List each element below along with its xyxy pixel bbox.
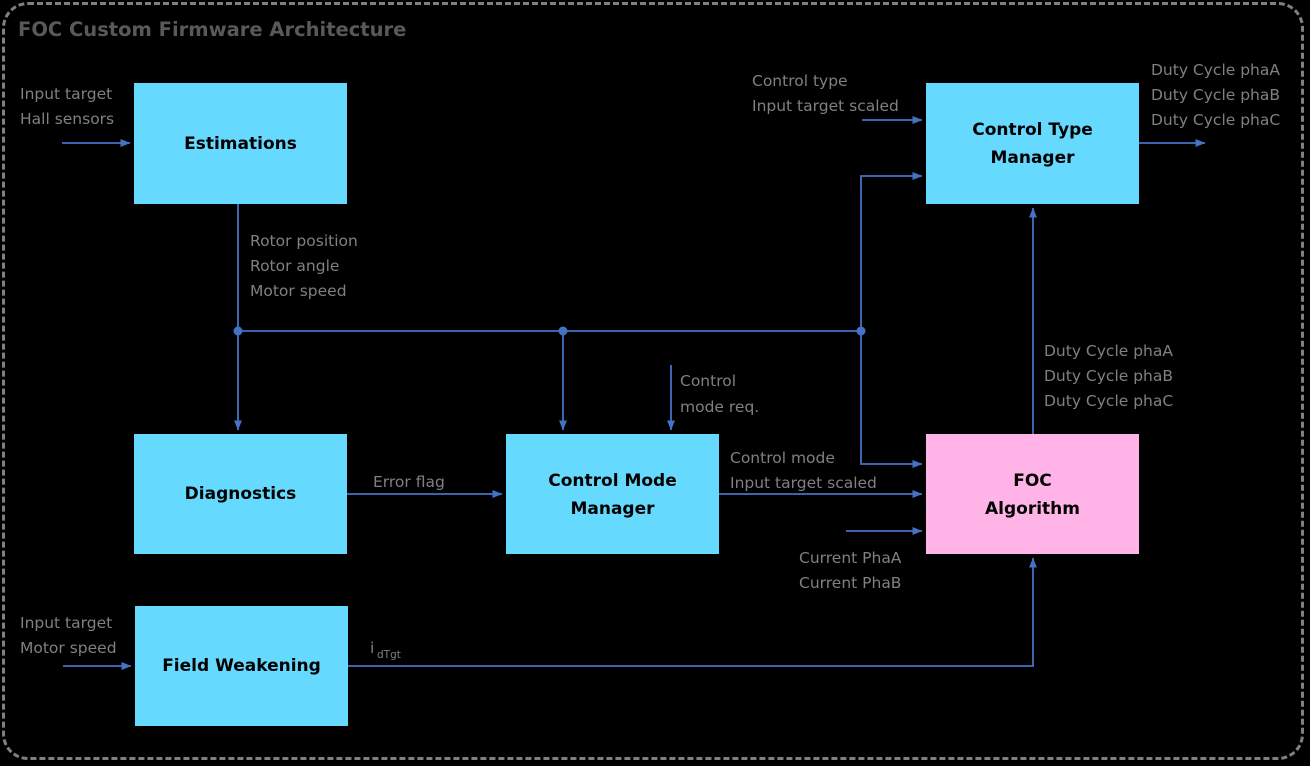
block-diagnostics-rect[interactable] (134, 434, 347, 554)
block-foc-algorithm-label-line1: FOC (1013, 471, 1052, 491)
label-field-weakening-input-line2: Motor speed (20, 639, 117, 657)
block-estimations[interactable]: Estimations (134, 83, 347, 204)
label-estimations-output-line2: Rotor angle (250, 257, 339, 275)
label-control-type-output-line2: Duty Cycle phaB (1151, 86, 1280, 104)
label-foc-duty-output-line3: Duty Cycle phaC (1044, 392, 1173, 410)
block-control-mode-manager-label-line1: Control Mode (548, 471, 677, 491)
wire-field-weakening-to-foc (348, 557, 1037, 667)
block-diagnostics[interactable]: Diagnostics (134, 434, 347, 554)
block-control-type-manager-rect[interactable] (926, 83, 1139, 204)
block-foc-algorithm-rect[interactable] (926, 434, 1139, 554)
label-control-mode-req: Control mode req. (680, 372, 759, 416)
label-control-type-output-line3: Duty Cycle phaC (1151, 111, 1280, 129)
label-current-phases: Current PhaA Current PhaB (799, 549, 902, 592)
junction-dot-control-mode (558, 326, 568, 336)
label-control-type-output: Duty Cycle phaA Duty Cycle phaB Duty Cyc… (1151, 61, 1280, 129)
label-estimations-output: Rotor position Rotor angle Motor speed (250, 232, 358, 300)
label-field-weakening-input-line1: Input target (20, 614, 112, 632)
label-idtgt-base: i (370, 639, 374, 657)
block-field-weakening[interactable]: Field Weakening (135, 606, 348, 726)
label-control-mode-out: Control mode Input target scaled (730, 449, 877, 492)
block-control-mode-manager[interactable]: Control Mode Manager (506, 434, 719, 554)
label-estimations-input-line1: Input target (20, 85, 112, 103)
label-estimations-input-line2: Hall sensors (20, 110, 114, 128)
block-field-weakening-label: Field Weakening (162, 656, 321, 676)
junction-dot-estimations (233, 326, 243, 336)
label-idtgt-subscript: dTgt (377, 649, 401, 661)
label-field-weakening-input: Input target Motor speed (20, 614, 117, 657)
label-error-flag: Error flag (373, 473, 445, 491)
label-control-mode-req-line1: Control (680, 372, 736, 390)
block-control-type-manager-label-line2: Manager (990, 148, 1075, 168)
block-estimations-rect[interactable] (134, 83, 347, 204)
label-foc-duty-output-line1: Duty Cycle phaA (1044, 342, 1173, 360)
block-diagnostics-label: Diagnostics (185, 484, 297, 504)
label-control-type-input: Control type Input target scaled (752, 72, 899, 115)
label-field-weakening-output: i dTgt (370, 639, 401, 661)
label-control-mode-out-line2: Input target scaled (730, 474, 877, 492)
block-control-mode-manager-rect[interactable] (506, 434, 719, 554)
block-control-type-manager-label-line1: Control Type (972, 120, 1093, 140)
block-foc-algorithm-label-line2: Algorithm (985, 499, 1080, 519)
wire-bus-to-foc-algorithm (860, 331, 923, 468)
label-control-mode-out-line1: Control mode (730, 449, 835, 467)
label-control-mode-req-line2: mode req. (680, 398, 759, 416)
page-title: FOC Custom Firmware Architecture (18, 18, 406, 41)
label-control-type-input-line2: Input target scaled (752, 97, 899, 115)
label-estimations-input: Input target Hall sensors (20, 85, 114, 128)
label-control-type-input-line1: Control type (752, 72, 848, 90)
block-control-mode-manager-label-line2: Manager (570, 499, 655, 519)
junction-dot-right-branch (856, 326, 866, 336)
label-foc-duty-output: Duty Cycle phaA Duty Cycle phaB Duty Cyc… (1044, 342, 1173, 410)
block-field-weakening-rect[interactable] (135, 606, 348, 726)
block-estimations-label: Estimations (184, 134, 297, 154)
block-control-type-manager[interactable]: Control Type Manager (926, 83, 1139, 204)
label-estimations-output-line3: Motor speed (250, 282, 347, 300)
label-foc-duty-output-line2: Duty Cycle phaB (1044, 367, 1173, 385)
block-foc-algorithm[interactable]: FOC Algorithm (926, 434, 1139, 554)
label-estimations-output-line1: Rotor position (250, 232, 358, 250)
label-current-phases-line1: Current PhaA (799, 549, 902, 567)
label-control-type-output-line1: Duty Cycle phaA (1151, 61, 1280, 79)
label-current-phases-line2: Current PhaB (799, 574, 901, 592)
wire-bus-to-control-type-manager (860, 172, 923, 331)
